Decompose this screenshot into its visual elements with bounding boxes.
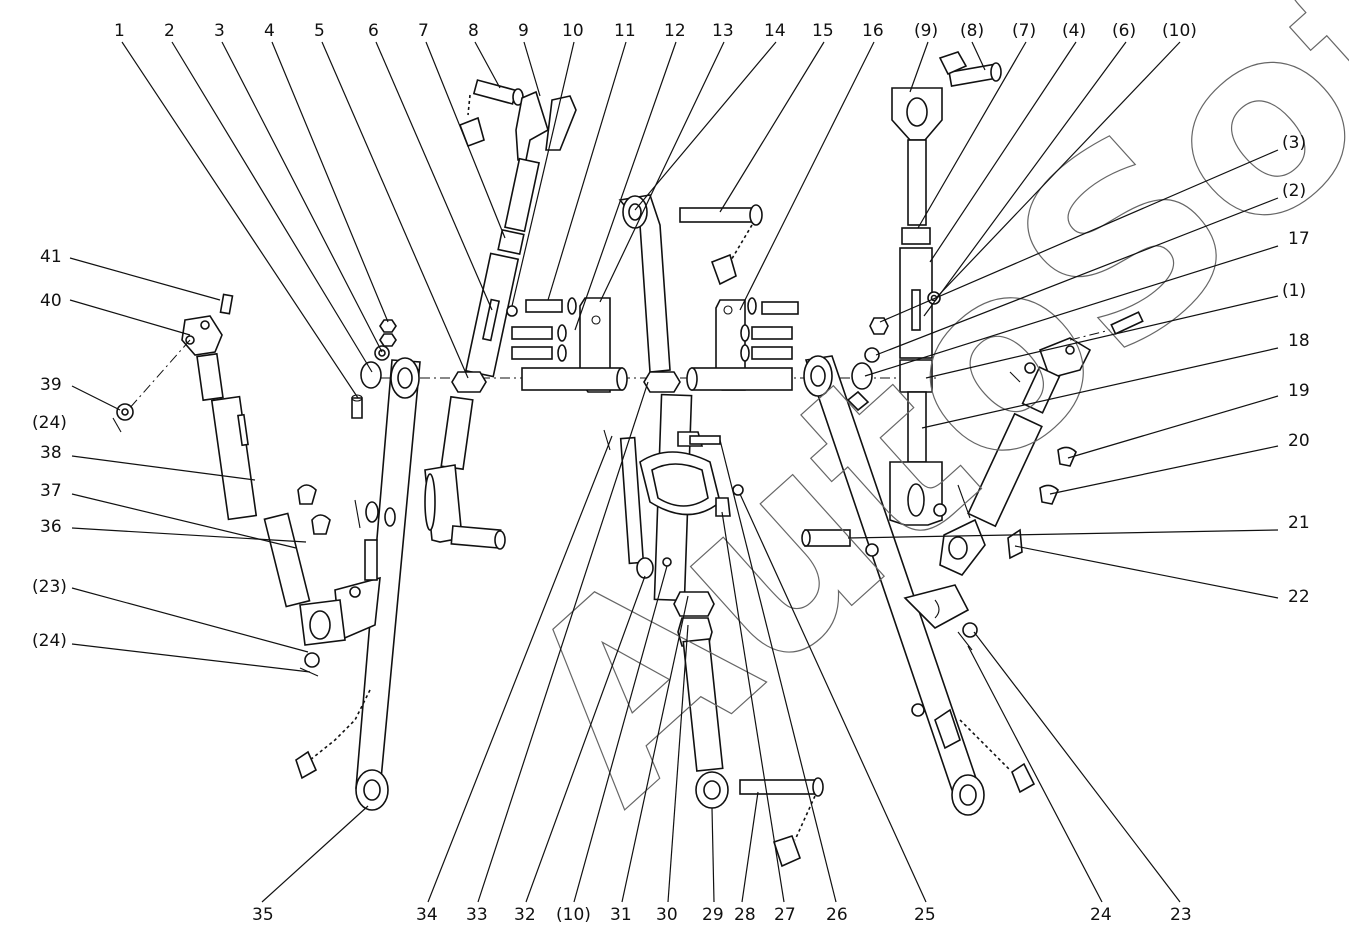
callout-33: 33 [466, 905, 488, 925]
callout-25: 25 [914, 905, 936, 925]
callout-22: 22 [1288, 587, 1310, 607]
left-lower-link [295, 357, 421, 811]
callout-28: 28 [734, 905, 756, 925]
callout-29: 29 [702, 905, 724, 925]
callout-p7: (7) [1012, 21, 1036, 41]
callout-5: 5 [314, 21, 325, 41]
callout-16: 16 [862, 21, 884, 41]
callout-p10: (10) [1162, 21, 1197, 41]
callout-3: 3 [214, 21, 225, 41]
callout-p24-bottom: (24) [32, 631, 67, 651]
callout-19: 19 [1288, 381, 1310, 401]
callout-38: 38 [40, 443, 62, 463]
callout-32: 32 [514, 905, 536, 925]
callout-13: 13 [712, 21, 734, 41]
callout-p4: (4) [1062, 21, 1086, 41]
callout-31: 31 [610, 905, 632, 925]
right-lower-link [803, 355, 1036, 816]
callout-40: 40 [40, 291, 62, 311]
callout-35: 35 [252, 905, 274, 925]
leader-lines [69, 41, 1279, 903]
callout-6: 6 [368, 21, 379, 41]
left-link-pin-set [351, 319, 397, 419]
left-turnbuckle-assembly [354, 79, 577, 550]
callout-20: 20 [1288, 431, 1310, 451]
callout-4: 4 [264, 21, 275, 41]
callout-34: 34 [416, 905, 438, 925]
callout-36: 36 [40, 517, 62, 537]
callout-10: 10 [562, 21, 584, 41]
callout-39: 39 [40, 375, 62, 395]
callout-18: 18 [1288, 331, 1310, 351]
callout-p6: (6) [1112, 21, 1136, 41]
callout-p10-bottom: (10) [556, 905, 591, 925]
callout-p3: (3) [1282, 133, 1306, 153]
center-top-link-assembly [603, 393, 824, 868]
callout-41: 41 [40, 247, 62, 267]
callout-p8: (8) [960, 21, 984, 41]
left-lift-rod-assembly [112, 293, 346, 677]
callout-17: 17 [1288, 229, 1310, 249]
callout-26: 26 [826, 905, 848, 925]
callout-labels: 1 2 3 4 5 6 7 8 9 10 11 12 13 14 15 16 (… [32, 21, 1310, 925]
callout-30: 30 [656, 905, 678, 925]
pin-21 [801, 529, 851, 547]
callout-p24-top: (24) [32, 413, 67, 433]
callout-15: 15 [812, 21, 834, 41]
callout-21: 21 [1288, 513, 1310, 533]
callout-37: 37 [40, 481, 62, 501]
callout-7: 7 [418, 21, 429, 41]
callout-23: 23 [1170, 905, 1192, 925]
callout-14: 14 [764, 21, 786, 41]
callout-12: 12 [664, 21, 686, 41]
callout-24: 24 [1090, 905, 1112, 925]
right-turnbuckle-assembly [846, 51, 1002, 526]
callout-27: 27 [774, 905, 796, 925]
center-bracket-assembly [511, 194, 799, 393]
callout-p1: (1) [1282, 281, 1306, 301]
callout-8: 8 [468, 21, 479, 41]
callout-p9: (9) [914, 21, 938, 41]
callout-p23: (23) [32, 577, 67, 597]
callout-1: 1 [114, 21, 125, 41]
callout-11: 11 [614, 21, 636, 41]
callout-2: 2 [164, 21, 175, 41]
callout-9: 9 [518, 21, 529, 41]
callout-p2: (2) [1282, 181, 1306, 201]
